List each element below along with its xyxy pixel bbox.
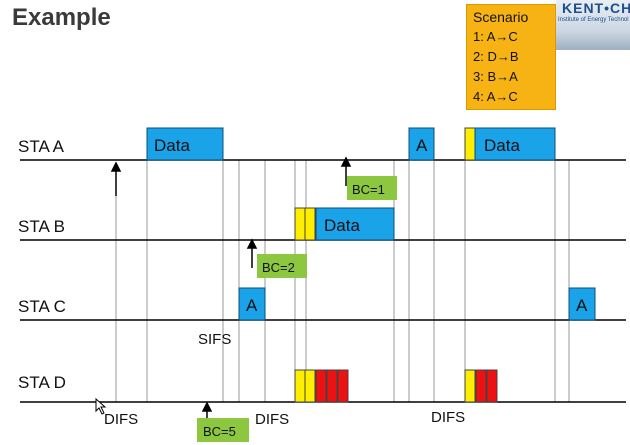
scenario-title: Scenario bbox=[473, 9, 529, 25]
ifs-labels: SIFS DIFS DIFS DIFS bbox=[104, 331, 465, 428]
bc-badge bbox=[197, 418, 249, 442]
logo-subtitle: Institute of Energy Technol bbox=[558, 17, 629, 23]
ack-frame-label: A bbox=[576, 296, 588, 315]
ack-frame bbox=[238, 287, 266, 321]
busy-slot bbox=[315, 369, 327, 403]
bc-badge bbox=[257, 254, 307, 278]
sifs-label: SIFS bbox=[198, 331, 231, 348]
sta-c-label: STA C bbox=[18, 297, 66, 316]
bc-label: BC=2 bbox=[262, 260, 295, 275]
busy-slot bbox=[475, 369, 487, 403]
sta-a-label: STA A bbox=[18, 137, 65, 156]
data-frame-label: Data bbox=[154, 136, 190, 155]
backoff-slot bbox=[464, 369, 476, 403]
data-frame bbox=[474, 127, 556, 161]
busy-slot bbox=[326, 369, 338, 403]
bc-badge bbox=[347, 176, 397, 200]
difs-label: DIFS bbox=[255, 411, 289, 428]
data-frame-label: Data bbox=[324, 216, 360, 235]
data-frame bbox=[315, 207, 395, 241]
busy-slot bbox=[486, 369, 498, 403]
busy-slot bbox=[337, 369, 349, 403]
scenario-item-2: 2: D→B bbox=[473, 49, 519, 64]
arrow-head-icon bbox=[201, 401, 213, 412]
station-baselines bbox=[20, 159, 626, 403]
sta-c-frames: A A bbox=[238, 287, 596, 321]
backoff-slot bbox=[304, 207, 316, 241]
ack-frame bbox=[568, 287, 596, 321]
ack-frame-label: A bbox=[416, 136, 428, 155]
sta-b-label: STA B bbox=[18, 217, 65, 236]
arrow-head-icon bbox=[340, 156, 352, 167]
slide-title: Example bbox=[12, 4, 111, 31]
backoff-slot bbox=[294, 207, 306, 241]
backoff-slot bbox=[304, 369, 316, 403]
backoff-slot bbox=[294, 369, 306, 403]
institute-logo: KENT•CH Institute of Energy Technol bbox=[556, 0, 630, 50]
guide-lines bbox=[115, 160, 570, 402]
sta-d-slots bbox=[294, 369, 498, 403]
bc-label: BC=5 bbox=[203, 424, 236, 439]
logo-text: KENT•CH bbox=[562, 0, 630, 16]
scenario-item-1: 1: A→C bbox=[473, 29, 518, 44]
difs-label: DIFS bbox=[431, 409, 465, 426]
sta-a-frames: Data A Data bbox=[146, 127, 556, 161]
arrival-arrows bbox=[110, 156, 352, 432]
data-frame bbox=[146, 127, 224, 161]
station-labels: STA A STA B STA C STA D bbox=[18, 137, 66, 392]
difs-label: DIFS bbox=[104, 411, 138, 428]
mouse-cursor-icon bbox=[95, 397, 107, 415]
bc-label: BC=1 bbox=[352, 182, 385, 197]
ack-frame-label: A bbox=[246, 296, 258, 315]
scenario-item-4: 4: A→C bbox=[473, 89, 518, 104]
data-frame-label: Data bbox=[484, 136, 520, 155]
sta-d-label: STA D bbox=[18, 373, 66, 392]
arrow-head-icon bbox=[110, 161, 122, 172]
ack-frame bbox=[408, 127, 435, 161]
arrow-head-icon bbox=[246, 238, 258, 249]
backoff-slot bbox=[464, 127, 476, 161]
scenario-item-3: 3: B→A bbox=[473, 69, 518, 84]
backoff-labels: BC=1 BC=2 BC=5 bbox=[197, 176, 397, 442]
scenario-box: Scenario 1: A→C 2: D→B 3: B→A 4: A→C bbox=[466, 4, 556, 110]
sta-b-frames: Data bbox=[294, 207, 395, 241]
